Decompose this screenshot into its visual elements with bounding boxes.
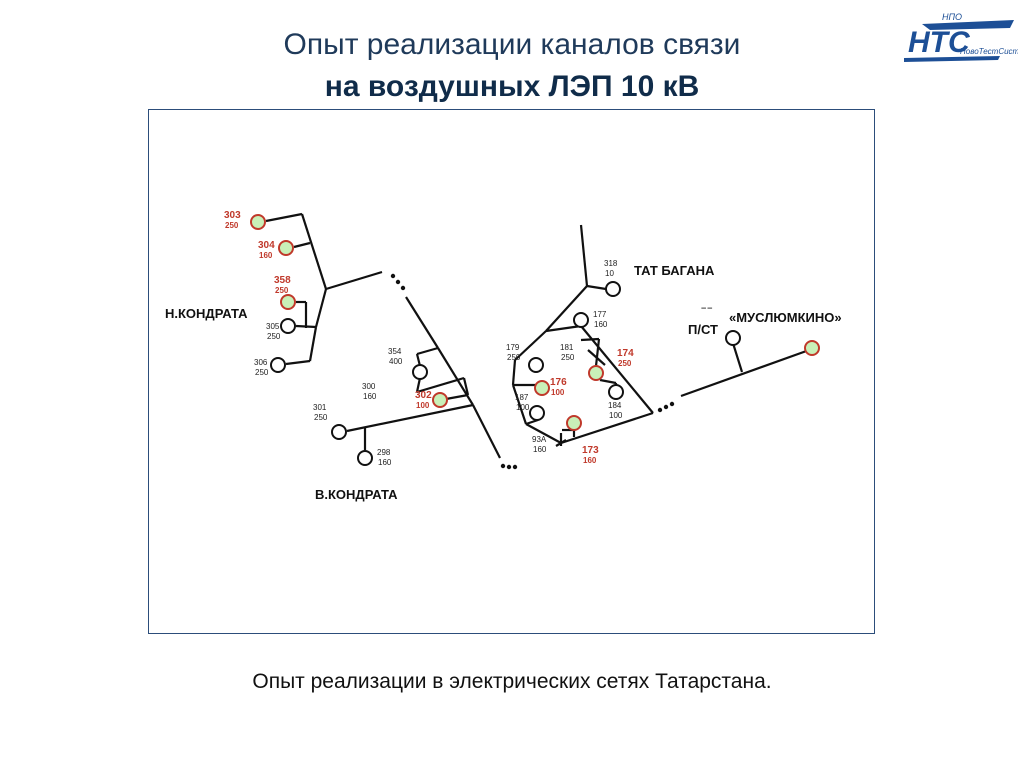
node-number: 184 [608, 401, 622, 410]
node-capacity: 250 [507, 353, 521, 362]
node-capacity: 160 [533, 445, 547, 454]
node-number: 354 [388, 347, 402, 356]
substation-node [528, 357, 544, 373]
node-capacity: 250 [267, 332, 281, 341]
node-number: 306 [254, 358, 268, 367]
page-title: Опыт реализации каналов связи [283, 28, 741, 61]
substation-node [573, 312, 589, 328]
label-pst: П/СТ [688, 322, 718, 337]
substation-node [270, 357, 286, 373]
substation-node [605, 281, 621, 297]
label-n-kondrata: Н.КОНДРАТА [165, 306, 248, 321]
substation-node [529, 405, 545, 421]
node-number: 177 [593, 310, 607, 319]
node-capacity: 100 [609, 411, 623, 420]
substation-node [566, 415, 582, 431]
node-number: 174 [617, 348, 634, 359]
node-number: 187 [515, 393, 529, 402]
node-number: 93А [532, 435, 547, 444]
substation-node [432, 392, 448, 408]
node-capacity: 160 [583, 456, 597, 465]
node-capacity: 100 [551, 388, 565, 397]
substation-node [588, 365, 604, 381]
node-capacity: 250 [255, 368, 269, 377]
node-number: 304 [258, 240, 275, 251]
node-capacity: 250 [314, 413, 328, 422]
substation-node [357, 450, 373, 466]
power-lines [265, 212, 813, 459]
logo-main-text: НТС [908, 26, 971, 59]
node-number: 179 [506, 343, 520, 352]
node-number: 318 [604, 259, 618, 268]
node-capacity: 250 [275, 286, 289, 295]
substation-node [280, 294, 296, 310]
logo-sub-text: НовоТестСистемы [960, 47, 1018, 56]
node-capacity: 10 [605, 269, 614, 278]
node-capacity: 250 [618, 359, 632, 368]
node-capacity: 160 [363, 392, 377, 401]
node-capacity: 100 [516, 403, 530, 412]
node-capacity: 160 [594, 320, 608, 329]
node-capacity: 100 [416, 401, 430, 410]
node-number: 181 [560, 343, 574, 352]
node-number: 303 [224, 210, 241, 221]
continuation-dots [390, 273, 675, 470]
substation-node [534, 380, 550, 396]
node-number: 305 [266, 322, 280, 331]
node-capacity: 160 [259, 251, 273, 260]
node-number: 301 [313, 403, 327, 412]
node-capacity: 160 [378, 458, 392, 467]
label-muslyumkino: «МУСЛЮМКИНО» [729, 310, 842, 325]
node-capacity: 400 [389, 357, 403, 366]
substation-node [331, 424, 347, 440]
page-subtitle: на воздушных ЛЭП 10 кВ [324, 70, 700, 103]
substation-node [250, 214, 266, 230]
substation-node [412, 364, 428, 380]
substation-node [608, 384, 624, 400]
substation-node [804, 340, 820, 356]
label-v-kondrata: В.КОНДРАТА [315, 487, 398, 502]
node-capacity: 250 [561, 353, 575, 362]
node-number: 300 [362, 382, 376, 391]
node-number: 302 [415, 390, 432, 401]
node-capacity: 250 [225, 221, 239, 230]
substation-labels: 3032503041603582503052503062503544003001… [224, 210, 634, 467]
substation-nodes [250, 214, 820, 466]
node-number: 358 [274, 275, 291, 286]
substation-node [278, 240, 294, 256]
node-number: 173 [582, 445, 599, 456]
network-diagram: 3032503041603582503052503062503544003001… [165, 210, 842, 502]
caption: Опыт реализации в электрических сетях Та… [252, 670, 772, 693]
node-number: 298 [377, 448, 391, 457]
label-tat-bagana: ТАТ БАГАНА [634, 263, 715, 278]
node-number: 176 [550, 377, 567, 388]
substation-node [725, 330, 741, 346]
substation-node [280, 318, 296, 334]
label-pst-marks: ‾ ‾ [701, 307, 712, 319]
company-logo: НПО НТС НовоТестСистемы [904, 12, 1018, 62]
logo-top-text: НПО [942, 12, 962, 22]
